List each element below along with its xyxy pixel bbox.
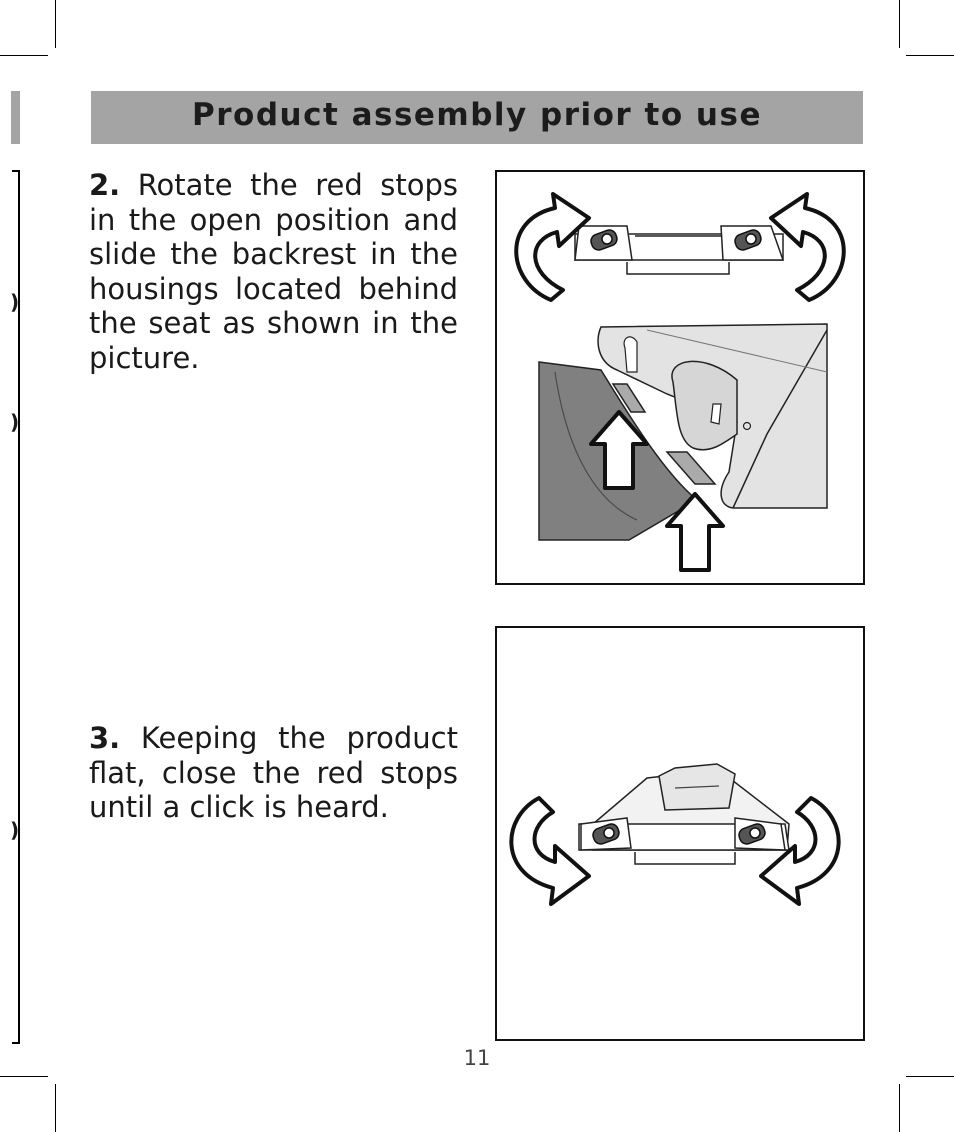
figure-step-2: [495, 170, 865, 585]
step-text: Rotate the red stops in the open positio…: [89, 168, 459, 375]
page-title: Product assembly prior to use: [192, 97, 762, 133]
step-2: 2. Rotate the red stops in the open posi…: [89, 168, 458, 375]
figure-step-3: [495, 626, 865, 1041]
crop-mark: [55, 1084, 56, 1132]
crop-mark: [55, 0, 56, 48]
crop-mark: [899, 1084, 900, 1132]
crop-mark: [899, 0, 900, 48]
crop-mark: [906, 1076, 954, 1077]
step-number: 3.: [89, 721, 121, 755]
crop-mark: [0, 55, 48, 56]
binding-mark: ): [10, 818, 20, 842]
crop-mark: [906, 55, 954, 56]
page-number: 11: [463, 1046, 491, 1070]
step-text: Keeping the product flat, close the red …: [89, 721, 458, 824]
step-3: 3. Keeping the product flat, close the r…: [89, 721, 458, 825]
step-number: 2.: [89, 168, 121, 202]
rotate-open-arrows-illustration: [514, 192, 846, 572]
crop-mark: [0, 1076, 48, 1077]
binding-mark: ): [10, 290, 20, 314]
section-header: Product assembly prior to use: [91, 91, 863, 144]
rotate-close-arrows-illustration: [509, 763, 841, 906]
side-tab: [11, 91, 20, 144]
binding-mark: ): [10, 410, 20, 434]
binding-bracket: [12, 170, 20, 1044]
